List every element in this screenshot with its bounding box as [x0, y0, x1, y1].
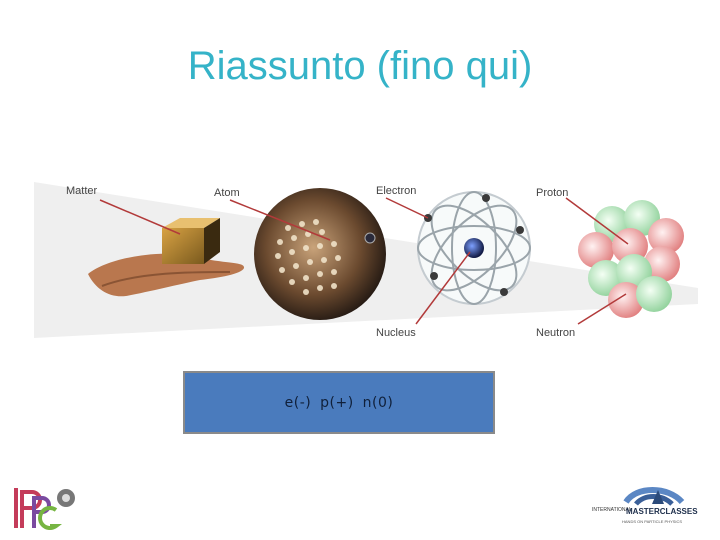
charges-text: e(-) p(+) n(0) [284, 394, 394, 411]
nucleus-cluster [578, 200, 684, 318]
label-electron: Electron [376, 185, 416, 197]
slide-title: Riassunto (fino qui) [187, 44, 533, 88]
label-nucleus: Nucleus [376, 327, 416, 339]
label-atom: Atom [214, 187, 240, 199]
atom-lattice-sphere [254, 188, 386, 320]
label-neutron: Neutron [536, 327, 575, 339]
matter-scale-figure: Matter Atom Electron Proton Nucleus Neut… [30, 168, 698, 346]
svg-text:MASTERCLASSES: MASTERCLASSES [626, 507, 698, 516]
label-proton: Proton [536, 187, 568, 199]
svg-text:INTERNATIONAL: INTERNATIONAL [592, 507, 632, 513]
masterclasses-logo: INTERNATIONAL MASTERCLASSES HANDS ON PAR… [592, 484, 702, 528]
charges-box: e(-) p(+) n(0) [183, 371, 495, 434]
electron-orbit-atom [417, 191, 531, 305]
svg-text:HANDS ON PARTICLE PHYSICS: HANDS ON PARTICLE PHYSICS [622, 519, 682, 524]
label-matter: Matter [66, 185, 98, 197]
pointer-lines [99, 197, 629, 325]
hand-with-block [88, 218, 245, 297]
ippog-logo [12, 484, 78, 532]
